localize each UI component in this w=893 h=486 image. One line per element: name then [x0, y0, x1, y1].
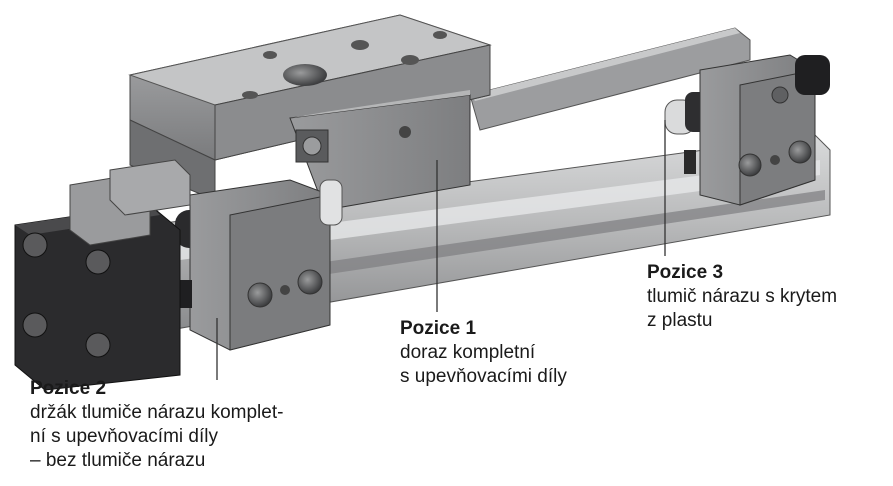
rail-bracket — [69, 159, 191, 246]
position-3-shock-absorber — [664, 54, 830, 206]
label-position-2-line-1: držák tlumiče nárazu komplet- — [30, 402, 284, 423]
label-position-3-title: Pozice 3 — [647, 262, 724, 283]
label-position-1-line-2: s upevňovacími díly — [400, 366, 567, 387]
label-position-3-line-1: tlumič nárazu s krytem — [647, 286, 838, 307]
label-position-2-title: Pozice 2 — [30, 378, 107, 399]
label-position-1: Pozice 1 doraz kompletní s upevňovacími … — [400, 317, 567, 389]
label-position-1-title: Pozice 1 — [400, 318, 477, 339]
label-position-2-line-2: ní s upevňovacími díly — [30, 426, 218, 447]
label-position-3-line-2: z plastu — [647, 310, 713, 331]
guide-rail — [469, 27, 751, 131]
carriage — [128, 14, 492, 201]
label-position-3: Pozice 3 tlumič nárazu s krytem z plastu — [647, 261, 837, 333]
label-position-2-line-3: – bez tlumiče nárazu — [30, 450, 206, 471]
position-2-holder — [175, 179, 343, 351]
label-position-1-line-1: doraz kompletní — [400, 342, 536, 363]
label-position-2: Pozice 2 držák tlumiče nárazu komplet- n… — [30, 377, 283, 473]
